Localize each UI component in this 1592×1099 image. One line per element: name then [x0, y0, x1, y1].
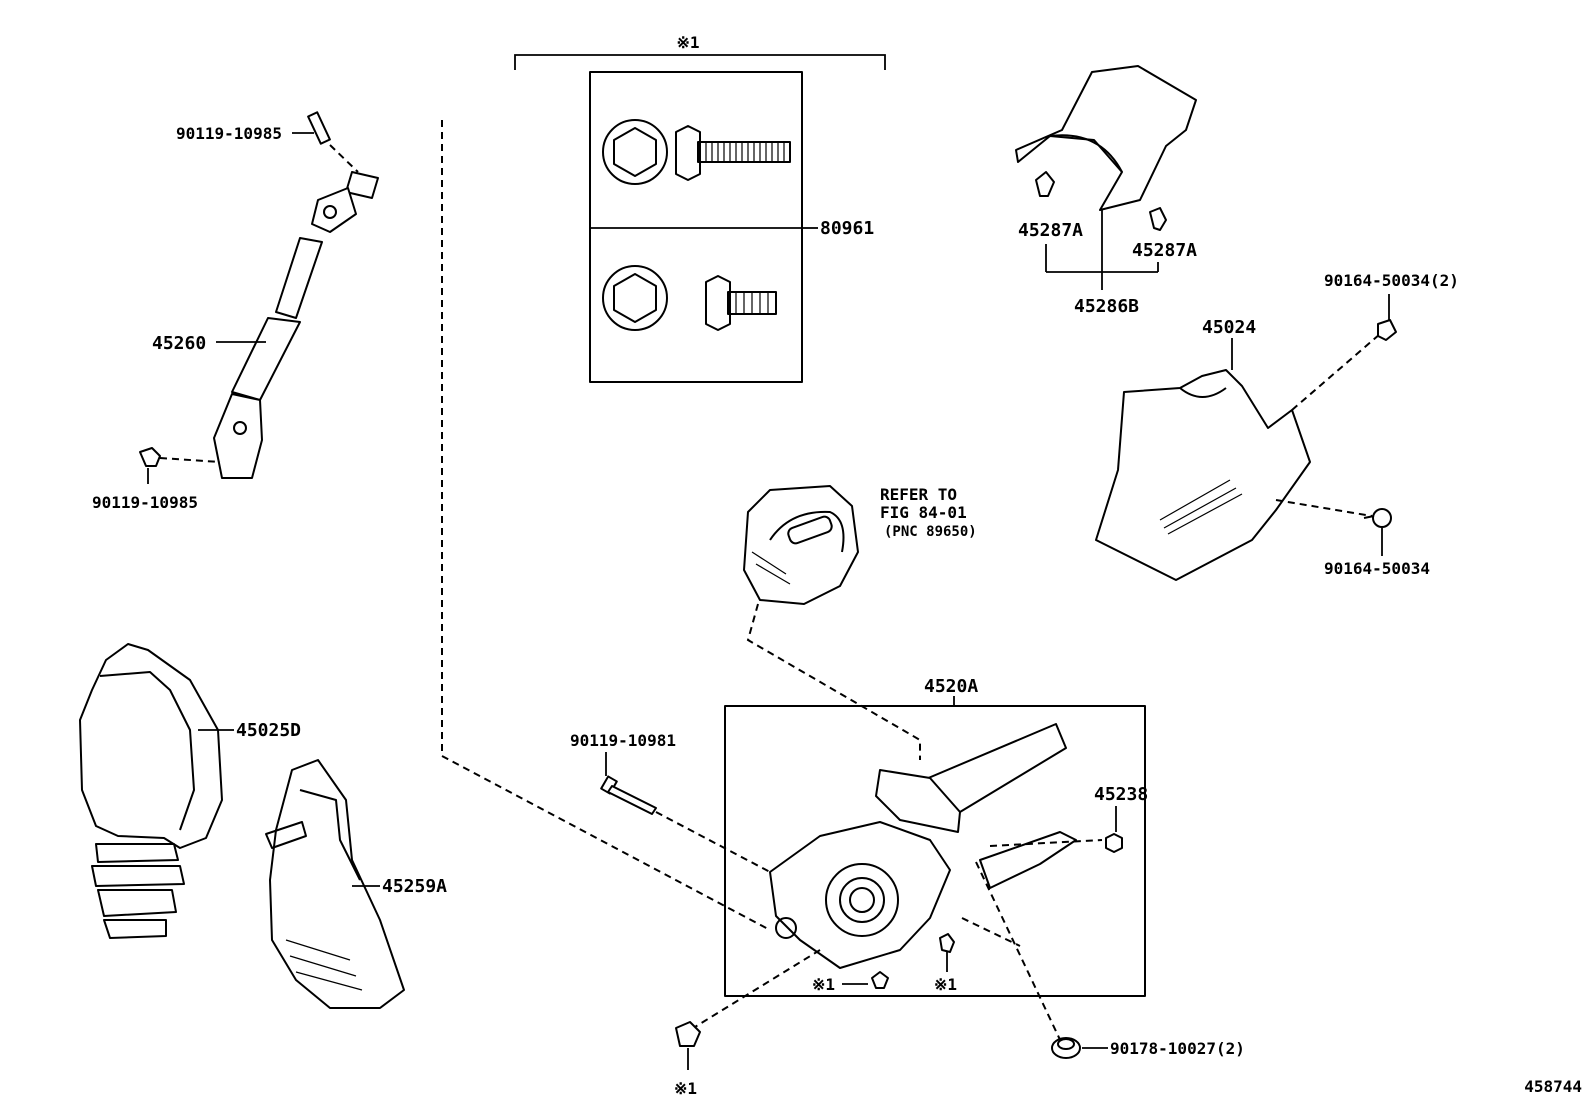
refer-line-3: (PNC 89650) — [884, 524, 977, 540]
diagram-id: 458744 — [1524, 1077, 1582, 1096]
label-45286b: 45286B — [1074, 296, 1139, 317]
steering-column-4520a: 4520A 90119-10981 45238 ※1 ※1 — [570, 676, 1148, 1098]
label-45287a-right: 45287A — [1132, 240, 1197, 261]
kit-bracket-label: ※1 — [676, 33, 699, 52]
refer-line-1: REFER TO — [880, 485, 957, 504]
label-90164-50034: 90164-50034 — [1324, 559, 1430, 578]
cover-45259a: 45259A — [265, 759, 447, 1009]
refmark-inner-right: ※1 — [934, 975, 957, 994]
label-90178-10027-2: 90178-10027(2) — [1110, 1039, 1245, 1058]
label-4520a: 4520A — [924, 676, 978, 697]
refer-line-2: FIG 84-01 — [880, 503, 967, 522]
label-90119-10981: 90119-10981 — [570, 731, 676, 750]
label-90119-10985-bottom: 90119-10985 — [92, 493, 198, 512]
nut-90178-10027: 90178-10027(2) — [1051, 1037, 1245, 1059]
kit-bracket: ※1 — [514, 33, 886, 70]
label-45259a: 45259A — [382, 876, 447, 897]
column-cover-lower-45024: 45024 90164-50034(2) 90164-50034 — [1095, 271, 1459, 581]
column-cover-upper-45286b: 45287A 45287A 45286B — [1015, 65, 1197, 317]
intermediate-shaft-45260: 45260 90119-10985 90119-10985 — [92, 111, 379, 512]
label-90164-50034-2: 90164-50034(2) — [1324, 271, 1459, 290]
label-45287a-left: 45287A — [1018, 220, 1083, 241]
switch-module-refer: REFER TO FIG 84-01 (PNC 89650) — [743, 485, 977, 760]
bolt-kit-80961: 80961 — [589, 71, 874, 383]
label-80961: 80961 — [820, 218, 874, 239]
refmark-bottom: ※1 — [674, 1079, 697, 1098]
label-45238: 45238 — [1094, 784, 1148, 805]
label-90119-10985-top: 90119-10985 — [176, 124, 282, 143]
shaft-to-column-line — [441, 120, 771, 931]
label-45025d: 45025D — [236, 720, 301, 741]
label-45260: 45260 — [152, 333, 206, 354]
refmark-inner-left: ※1 — [812, 975, 835, 994]
label-45024: 45024 — [1202, 317, 1256, 338]
boot-45025d: 45025D — [79, 643, 301, 939]
